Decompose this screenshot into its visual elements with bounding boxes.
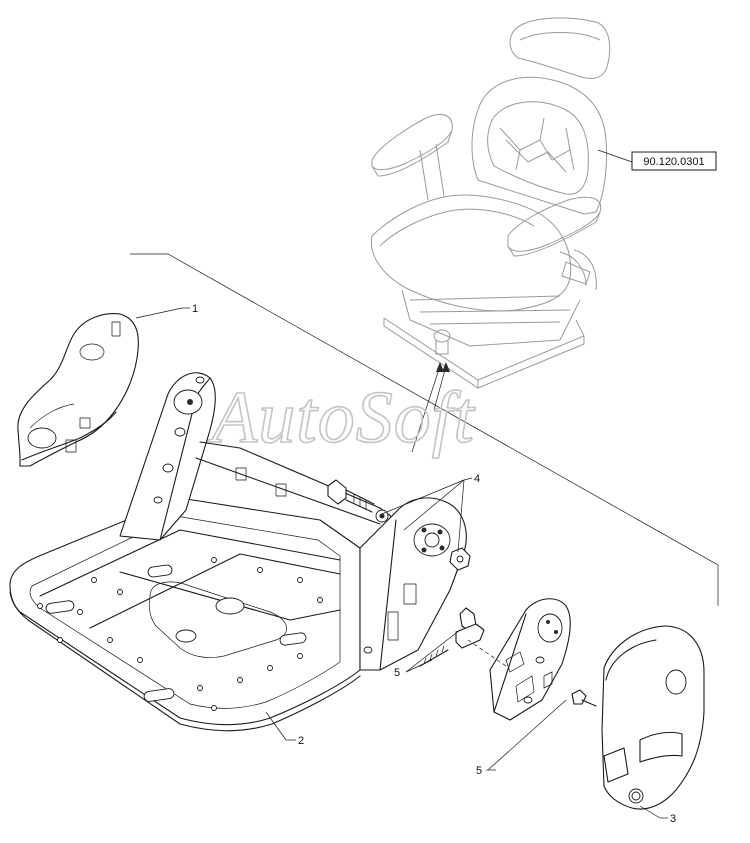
part-4-bolt-washer-nut (327, 479, 471, 571)
complete-seat-illustration (370, 17, 611, 389)
assembly-dash-line (467, 639, 507, 667)
part-2-seat-frame (9, 372, 467, 732)
callout-4: 4 (474, 473, 480, 485)
part-1-left-side-cover (17, 313, 139, 467)
part-5-adjuster-components (419, 607, 597, 707)
recliner-mechanism (489, 598, 571, 721)
reference-code: 90.120.0301 (643, 156, 704, 168)
callout-3: 3 (670, 813, 676, 825)
callout-5-pin: 5 (476, 765, 482, 777)
callout-1: 1 (192, 303, 198, 315)
part-3-right-side-cover (601, 625, 705, 810)
callout-5-spring: 5 (394, 667, 400, 679)
reference-box: 90.120.0301 (597, 149, 717, 171)
callout-2: 2 (298, 735, 304, 747)
watermark-text: AutoSoft (207, 377, 476, 459)
assembly-bracket-line (130, 253, 719, 606)
frame-mounting-holes (37, 557, 323, 711)
callout-leaders (135, 307, 668, 819)
seat-attachment-arrows (411, 362, 450, 453)
